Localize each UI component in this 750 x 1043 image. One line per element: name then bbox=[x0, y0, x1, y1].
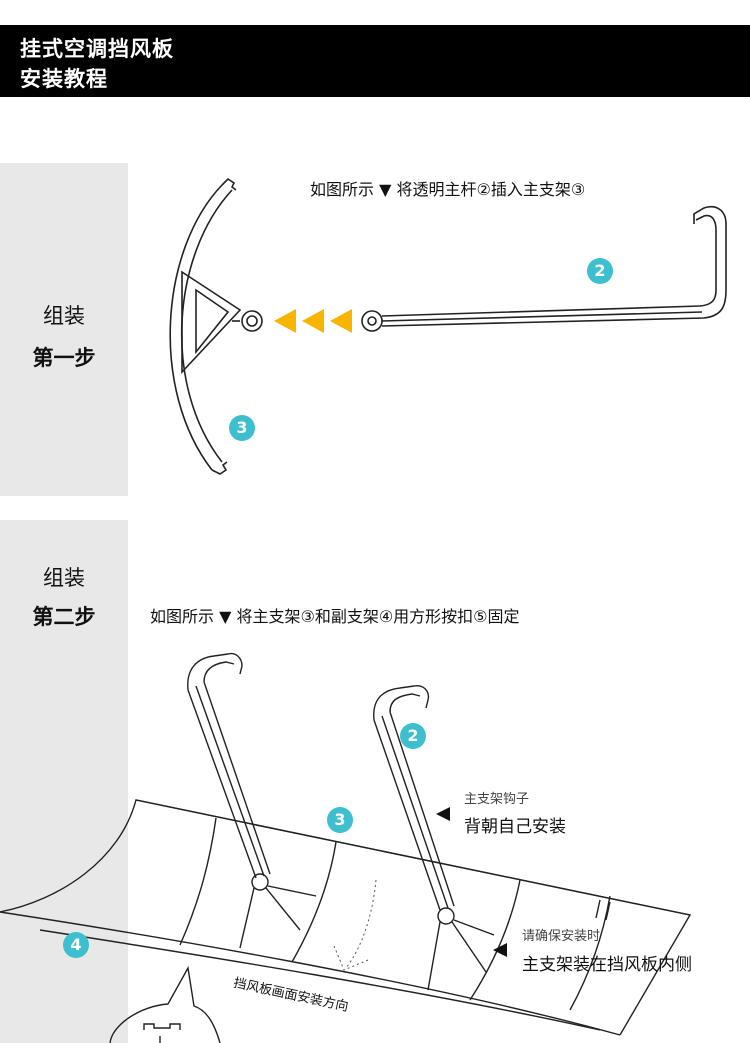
main-bracket-drawing bbox=[169, 177, 263, 475]
note1-small: 主支架钩子 bbox=[464, 792, 530, 807]
direction-arrow bbox=[333, 879, 377, 971]
right-rod-drawing bbox=[373, 685, 495, 991]
step2-label-line2: 第二步 bbox=[32, 605, 96, 629]
title-line-1: 挂式空调挡风板 bbox=[20, 37, 174, 61]
badge-sub-bracket: 4 bbox=[63, 932, 89, 958]
badge-bracket: 3 bbox=[327, 807, 353, 833]
title-line-2: 安装教程 bbox=[20, 67, 108, 91]
note2-small: 请确保安装时 bbox=[522, 929, 601, 944]
insert-arrows bbox=[274, 309, 352, 333]
buckle-zoom-callout bbox=[109, 965, 221, 1043]
step2-instruction: 如图所示 ▼ 将主支架③和副支架④用方形按扣⑤固定 bbox=[150, 607, 520, 626]
badge-main-bracket: 3 bbox=[229, 415, 255, 441]
step2-label-line1: 组装 bbox=[43, 566, 85, 590]
badge-rod: 2 bbox=[400, 723, 426, 749]
step1-label-panel bbox=[0, 163, 128, 496]
step1-label-line1: 组装 bbox=[43, 304, 85, 328]
note1-big: 背朝自己安装 bbox=[464, 817, 566, 837]
badge-main-rod: 2 bbox=[587, 258, 613, 284]
note2-big: 主支架装在挡风板内侧 bbox=[522, 955, 692, 975]
step1-label-line2: 第一步 bbox=[32, 346, 96, 370]
note2-pointer bbox=[493, 943, 507, 957]
wind-deflector-panel-drawing bbox=[0, 799, 692, 1036]
note1-pointer bbox=[436, 807, 450, 821]
step1-instruction: 如图所示 ▼ 将透明主杆②插入主支架③ bbox=[310, 180, 586, 199]
title-bar: 挂式空调挡风板 安装教程 bbox=[0, 25, 750, 97]
left-rod-drawing bbox=[187, 652, 317, 949]
step2-label-panel bbox=[0, 520, 128, 1043]
main-rod-drawing bbox=[361, 206, 727, 332]
